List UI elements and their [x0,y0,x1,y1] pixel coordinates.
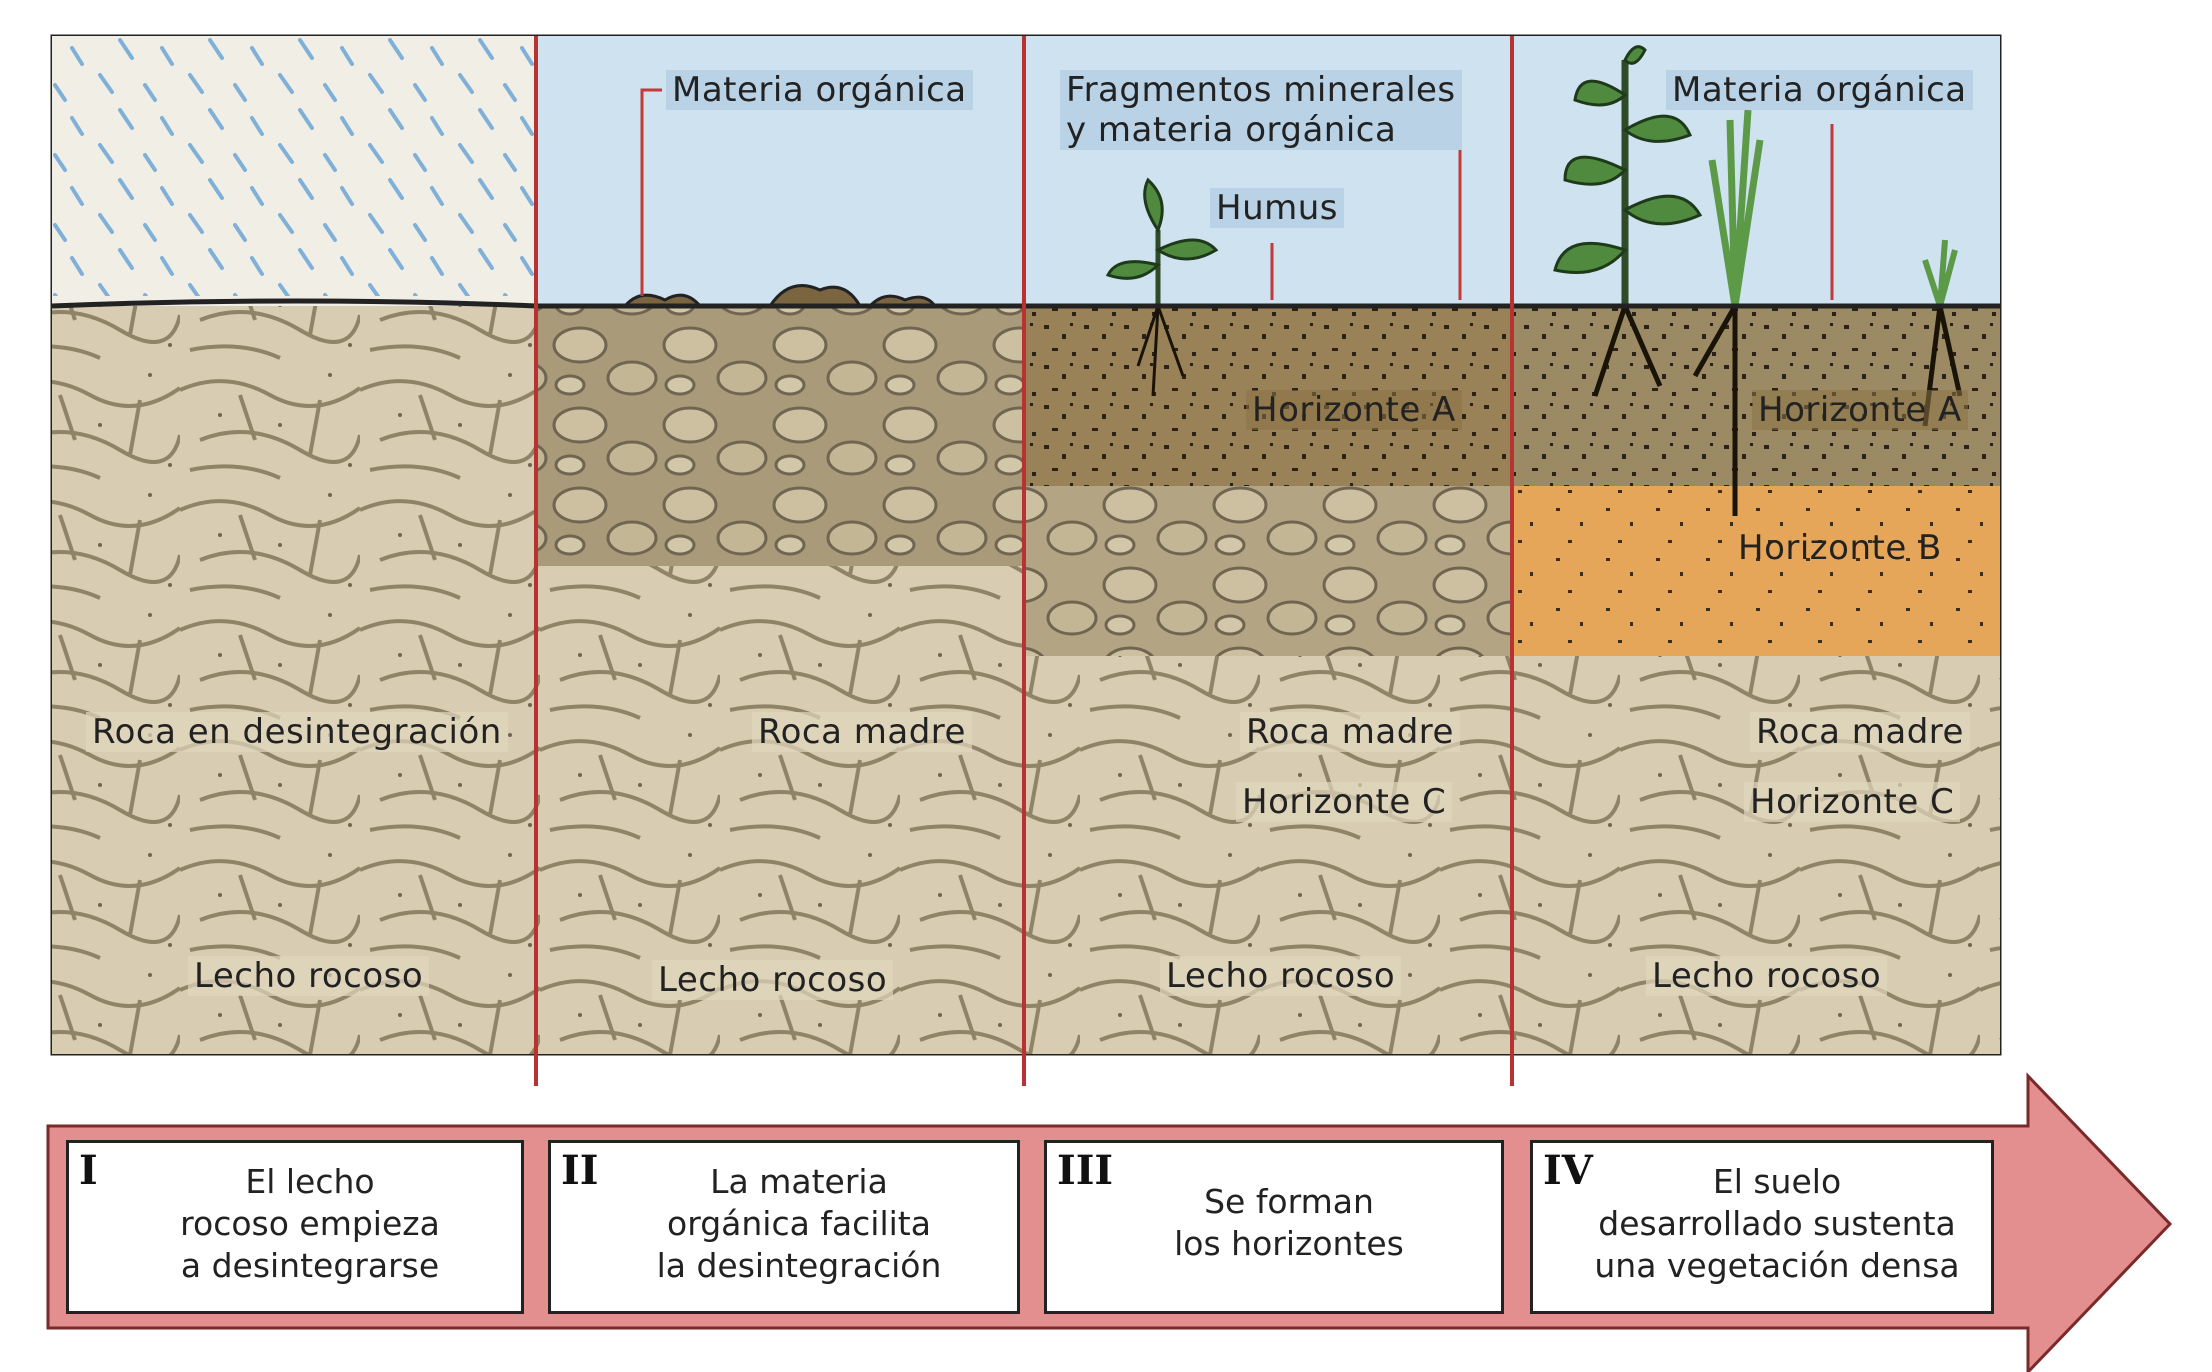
rain-drops [52,36,536,296]
stage-dividers [534,36,1514,1086]
label-horizon-c-4: Horizonte C [1744,782,1961,822]
label-humus: Humus [1210,188,1344,228]
label-bedrock-4: Lecho rocoso [1646,956,1888,996]
label-bedrock-1: Lecho rocoso [188,956,430,996]
stage-text: El suelo desarrollado sustenta una veget… [1594,1162,1960,1285]
label-horizon-a-3: Horizonte A [1246,390,1462,430]
label-organic-matter-4: Materia orgánica [1666,70,1973,110]
stage-box-3: III Se forman los horizontes [1044,1140,1504,1314]
label-parent-rock-2: Roca madre [752,712,972,752]
label-rock-disintegration: Roca en desintegración [86,712,508,752]
label-horizon-c-3: Horizonte C [1236,782,1453,822]
organic-debris [621,284,938,308]
stage-text: El lecho rocoso empieza a desintegrarse [180,1162,440,1285]
panel-1 [52,36,536,1054]
label-horizon-a-4: Horizonte A [1752,390,1968,430]
label-organic-matter-2: Materia orgánica [666,70,973,110]
label-bedrock-2: Lecho rocoso [652,960,894,1000]
label-bedrock-3: Lecho rocoso [1160,956,1402,996]
stage-numeral: I [79,1147,98,1194]
stage-box-4: IV El suelo desarrollado sustenta una ve… [1530,1140,1994,1314]
stage-text: La materia orgánica facilita la desinteg… [656,1162,942,1285]
dense-vegetation [1553,45,1963,516]
panel-2 [536,36,1024,1054]
panel-3 [1024,36,1512,1054]
stage-numeral: III [1057,1147,1114,1194]
label-mineral-fragments: Fragmentos minerales y materia orgánica [1060,70,1462,150]
label-horizon-b-4: Horizonte B [1738,528,1942,568]
small-plant [1105,177,1219,397]
stage-numeral: IV [1543,1147,1593,1194]
stage-text: Se forman los horizontes [1174,1182,1404,1263]
ground-surface-line [51,298,2000,309]
label-parent-rock-4: Roca madre [1750,712,1970,752]
label-parent-rock-3: Roca madre [1240,712,1460,752]
stage-numeral: II [561,1147,599,1194]
stage-box-2: II La materia orgánica facilita la desin… [548,1140,1020,1314]
stage-box-1: I El lecho rocoso empieza a desintegrars… [66,1140,524,1314]
